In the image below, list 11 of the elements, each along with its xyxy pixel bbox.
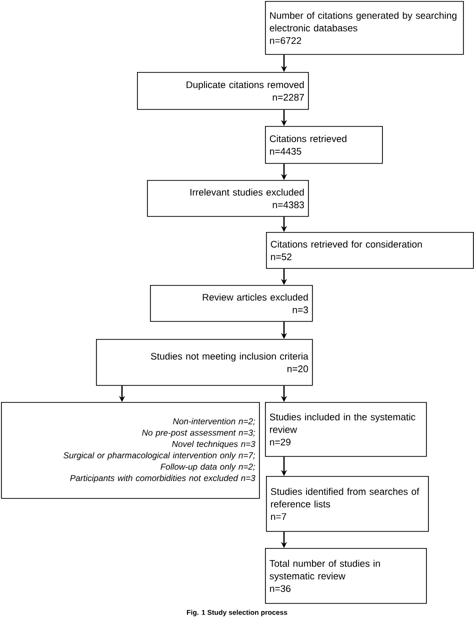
process-box: Number of citations generated by searching electronic databases n=6722 xyxy=(265,1,464,55)
process-box: Citations retrieved n=4435 xyxy=(265,126,383,164)
process-box: Review articles excluded n=3 xyxy=(150,285,313,322)
process-box: Non-intervention n=2; No pre-post assessment n=3; Novel techniques n=3 Surgical or pharmacological intervention only n=7; Follow-up data only n=2; Participants with comorbidities not excluded n=3 xyxy=(1,402,260,499)
process-box: Duplicate citations removed n=2287 xyxy=(137,72,309,110)
process-box: Citations retrieved for consideration n=52 xyxy=(266,232,474,269)
process-box: Studies not meeting inclusion criteria n=20 xyxy=(96,339,313,386)
process-box: Studies included in the systematic review n=29 xyxy=(265,402,427,457)
process-box: Studies identified from searches of reference lists n=7 xyxy=(266,476,429,532)
process-box: Total number of studies in systematic review n=36 xyxy=(265,548,427,604)
process-box: Irrelevant studies excluded n=4383 xyxy=(147,180,309,217)
